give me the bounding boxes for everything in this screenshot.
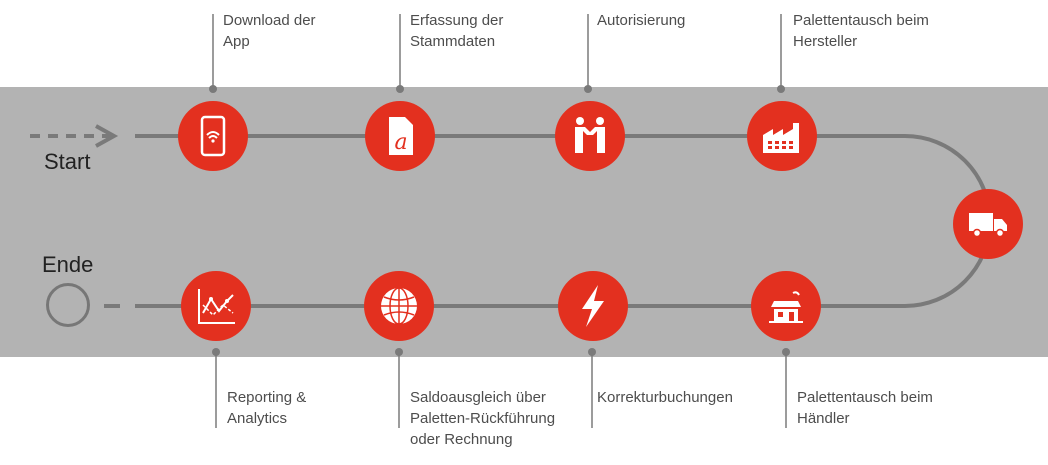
top-leaders xyxy=(212,14,782,89)
bottom-leader-dots xyxy=(212,348,790,356)
end-circle xyxy=(46,283,90,327)
label-reporting: Reporting &Analytics xyxy=(227,389,307,427)
end-label: Ende xyxy=(42,252,94,277)
top-leader-dots xyxy=(209,85,785,93)
line-chart-icon xyxy=(181,271,251,341)
label-korrektur: Korrekturbuchungen xyxy=(597,389,733,406)
tablet-wifi-icon xyxy=(178,101,248,171)
start-label: Start xyxy=(44,149,91,174)
handshake-icon xyxy=(555,101,625,171)
label-autorisierung: Autorisierung xyxy=(597,12,686,29)
svg-text:a: a xyxy=(394,130,407,155)
document-letter-icon: a xyxy=(365,101,435,171)
lightning-icon xyxy=(558,271,628,341)
truck-icon xyxy=(953,189,1023,259)
store-icon xyxy=(751,271,821,341)
factory-icon xyxy=(747,101,817,171)
start-arrow-head xyxy=(95,124,119,148)
bottom-leaders xyxy=(215,352,787,428)
globe-icon xyxy=(364,271,434,341)
process-band xyxy=(0,87,1048,357)
top-flow-line xyxy=(135,134,992,308)
